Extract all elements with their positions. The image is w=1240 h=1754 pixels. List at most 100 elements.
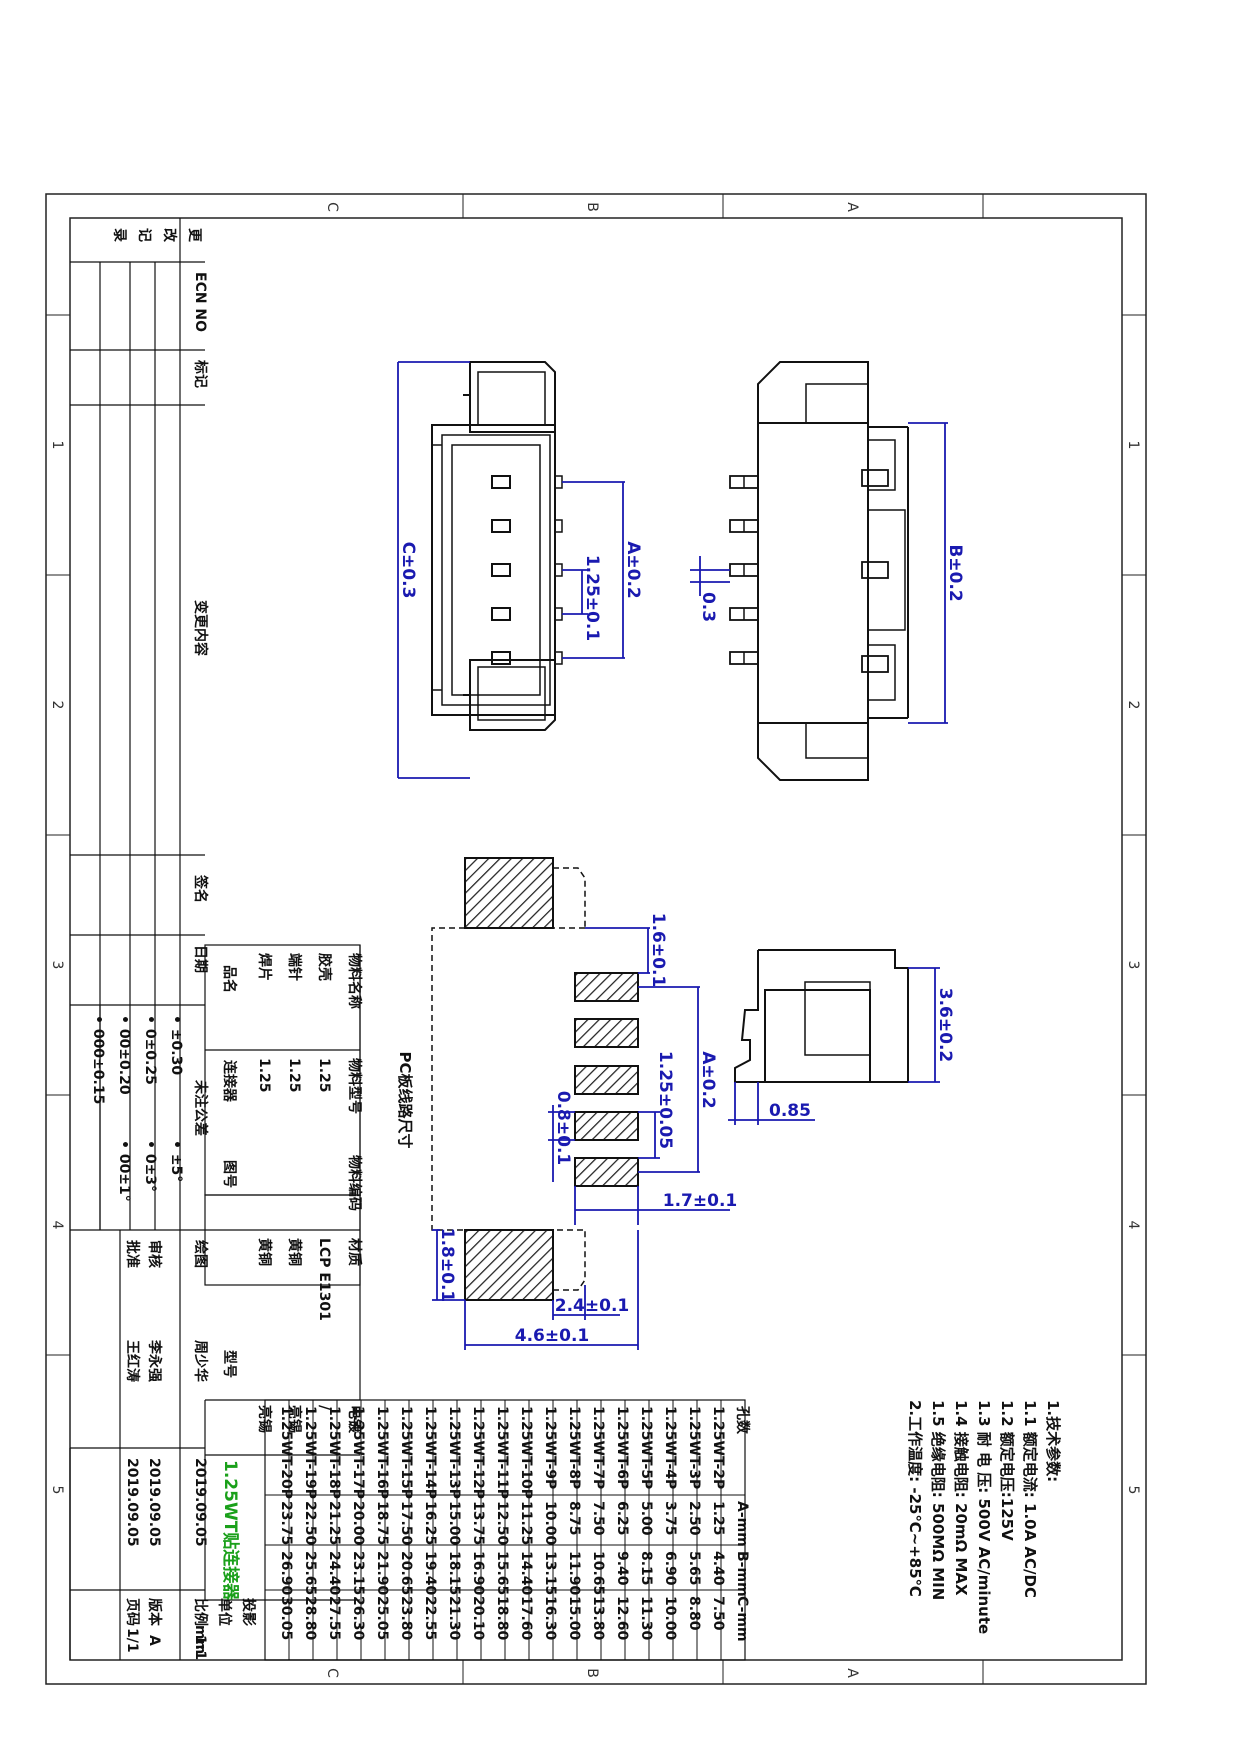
spec-cell: 15.65 [494, 1551, 510, 1595]
dim-pad-pitch-label: 1.25±0.05 [655, 1051, 675, 1149]
tolerance-item: • 000±0.15 [90, 1015, 106, 1104]
spec-cell: 18.75 [374, 1501, 390, 1545]
zone-top-1: C [324, 202, 340, 212]
spec-cell: 10.65 [590, 1551, 606, 1595]
spec-cell: 27.55 [326, 1596, 342, 1640]
material-header-name: 物料名称 [346, 953, 363, 1009]
signoff-role: 批准 [124, 1240, 141, 1268]
spec-cell: 26.90 [278, 1551, 294, 1596]
spec-cell: 1.25WT-4P [662, 1406, 678, 1489]
zone-left-3: 3 [49, 961, 65, 970]
spec-cell: 1.25WT-13P [446, 1406, 462, 1499]
spec-cell: 21.25 [326, 1501, 342, 1545]
spec-cell: 1.25WT-15P [398, 1406, 414, 1499]
spec-cell: 1.25WT-17P [350, 1406, 366, 1499]
tolerance-item: • 0±0.25 [142, 1015, 158, 1085]
zone-right-2: 2 [1125, 701, 1141, 710]
dim-pad-a-label: A±0.2 [698, 1051, 718, 1109]
signoff-role: 绘图 [192, 1240, 209, 1268]
material-header-code: 物料编码 [346, 1155, 363, 1211]
spec-cell: 23.15 [350, 1551, 366, 1595]
material-cell: 焊片 [256, 953, 273, 981]
version-label: 版本 [146, 1598, 163, 1627]
signoff-name: 周少华 [192, 1340, 209, 1382]
spec-cell: 21.90 [374, 1551, 390, 1596]
material-cell: 端针 [286, 953, 303, 981]
pcb-dims [432, 927, 730, 1350]
zone-left-5: 5 [49, 1486, 65, 1495]
dim-tab-w-label: 2.4±0.1 [555, 1296, 629, 1316]
revision-side-label: 记 [136, 228, 152, 242]
spec-cell: 1.25WT-2P [710, 1406, 726, 1489]
spec-cell: 30.05 [278, 1596, 294, 1640]
tech-line-6: 2.工作温度: -25℃~+85℃ [906, 1400, 924, 1597]
scale-value: 1:1 [192, 1635, 208, 1660]
material-cell: 亮锡 [286, 1405, 303, 1433]
spec-header-cell: C-mm [734, 1596, 750, 1642]
tech-line-4: 1.4 接触电阻: 20mΩ MAX [952, 1400, 970, 1596]
tech-line-3: 1.3 耐 电 压: 500V AC/minute [975, 1400, 993, 1634]
side-view [734, 949, 909, 1083]
spec-cell: 1.25WT-6P [614, 1406, 630, 1489]
spec-cell: 12.50 [494, 1501, 510, 1546]
spec-cell: 23.80 [398, 1596, 414, 1641]
spec-cell: 9.40 [614, 1551, 630, 1586]
outer-frame [45, 193, 1147, 1685]
zone-right-3: 3 [1125, 961, 1141, 970]
spec-cell: 11.90 [566, 1551, 582, 1596]
revision-side-label: 改 [161, 228, 178, 243]
dim-total-w-label: 4.6±0.1 [515, 1326, 589, 1346]
material-cell: 胶壳 [316, 953, 333, 981]
material-header-model: 物料型号 [346, 1058, 363, 1114]
material-cell: 黄铜 [286, 1238, 303, 1266]
material-cell: LCP E1301 [316, 1238, 332, 1321]
tech-line-1: 1.1 额定电流: 1.0A AC/DC [1021, 1400, 1039, 1598]
material-cell: 黄铜 [256, 1238, 273, 1266]
spec-cell: 8.80 [686, 1596, 702, 1631]
material-cell: 1.25 [316, 1058, 332, 1093]
spec-cell: 1.25WT-5P [638, 1406, 654, 1489]
spec-cell: 20.10 [470, 1596, 486, 1641]
spec-cell: 23.75 [278, 1501, 294, 1545]
unit-label: 单位 [216, 1598, 233, 1626]
dim-side-h-label: 3.6±0.2 [935, 988, 955, 1062]
spec-cell: 16.30 [542, 1596, 558, 1641]
zone-right-1: 1 [1125, 441, 1141, 450]
zone-top-2: B [584, 202, 600, 212]
spec-cell: 7.50 [590, 1501, 606, 1536]
content-label: 变更内容 [192, 600, 209, 656]
signoff-name: 李永强 [146, 1339, 163, 1382]
zone-bot-1: C [324, 1668, 340, 1678]
mark-label: 标记 [192, 359, 209, 388]
spec-cell: 17.50 [398, 1501, 414, 1546]
tech-line-5: 1.5 绝缘电阻: 500MΩ MIN [929, 1400, 947, 1600]
signoff-date: 2019.09.05 [146, 1458, 162, 1547]
signoff-date: 2019.09.05 [192, 1458, 208, 1547]
revision-side-label: 录 [111, 228, 127, 242]
spec-cell: 25.05 [374, 1596, 390, 1640]
front-view [431, 361, 563, 731]
revision-side-label: 更 [186, 228, 202, 243]
spec-cell: 13.75 [470, 1501, 486, 1545]
ecn-label: ECN NO [192, 272, 208, 332]
tolerance-item: • 00±0.20 [116, 1015, 132, 1095]
revision-block [69, 218, 205, 1660]
spec-cell: 1.25WT-11P [494, 1406, 510, 1499]
spec-cell: 5.65 [686, 1551, 702, 1586]
spec-cell: 10.00 [662, 1596, 678, 1641]
spec-cell: 20.65 [398, 1551, 414, 1595]
spec-cell: 1.25WT-18P [326, 1406, 342, 1499]
spec-cell: 11.30 [638, 1596, 654, 1641]
spec-cell: 1.25WT-3P [686, 1406, 702, 1489]
spec-cell: 11.25 [518, 1501, 534, 1545]
spec-cell: 5.00 [638, 1501, 654, 1536]
material-cell: 1.25 [286, 1058, 302, 1093]
pcb-title: PC板线路尺寸 [396, 1051, 414, 1148]
tolerance-item: • 00±1° [116, 1140, 132, 1202]
material-header-material: 材质 [346, 1238, 363, 1266]
dim-b-label: B±0.2 [945, 544, 965, 601]
dim-tab-h-label: 1.8±0.1 [437, 1228, 457, 1302]
spec-cell: 24.40 [326, 1551, 342, 1596]
